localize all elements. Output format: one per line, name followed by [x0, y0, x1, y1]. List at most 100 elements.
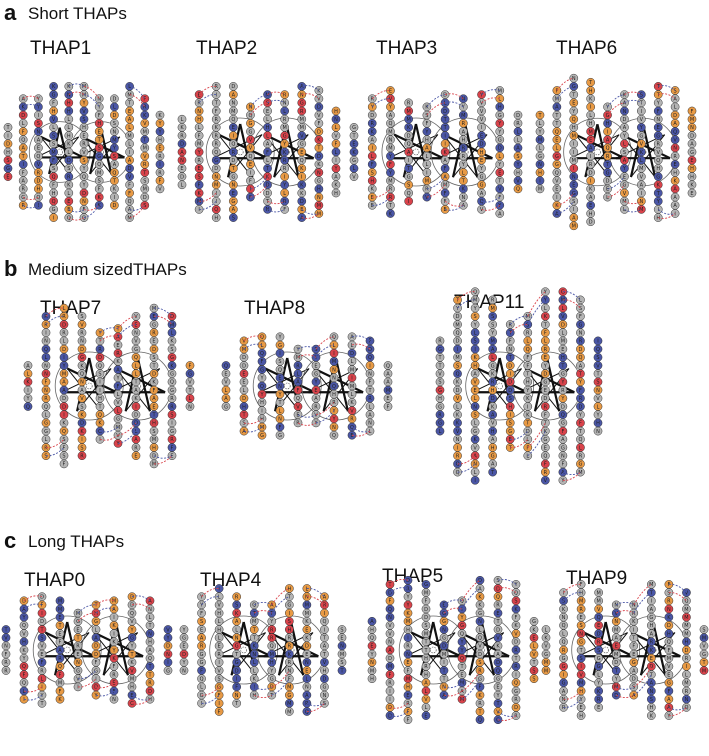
residue-letter: Q — [514, 681, 518, 687]
residue-letter: E — [589, 203, 592, 209]
residue-letter: D — [443, 109, 447, 115]
residue-letter: F — [544, 462, 547, 468]
residue-letter: G — [170, 388, 174, 394]
interaction-link — [83, 85, 100, 99]
residue-letter: I — [674, 211, 675, 217]
residue-letter: V — [317, 113, 321, 119]
residue-letter: I — [641, 109, 642, 115]
panel-label: THAP7 — [40, 298, 101, 319]
residue-letter: G — [260, 367, 264, 373]
residue-letter: G — [287, 693, 291, 699]
residue-letter: A — [94, 636, 98, 642]
residue-letter: S — [143, 179, 146, 185]
residue-letter: L — [266, 133, 269, 139]
residue-letter: L — [63, 306, 66, 312]
residue-letter: I — [590, 179, 591, 185]
residue-letter: E — [690, 158, 693, 164]
residue-letter: F — [509, 339, 512, 345]
residue-letter: I — [389, 689, 390, 695]
residue-letter: M — [305, 603, 309, 609]
residue-letter: A — [270, 603, 274, 609]
residue-letter: Q — [112, 170, 116, 176]
residue-letter: E — [496, 685, 499, 691]
residue-letter: E — [314, 388, 317, 394]
residue-letter: Y — [157, 129, 162, 135]
residue-letter: A — [623, 158, 627, 164]
residue-letter: I — [408, 199, 409, 205]
residue-letter: R — [579, 607, 583, 613]
residue-letter: H — [287, 627, 291, 633]
residue-letter: Q — [300, 158, 304, 164]
residue-letter: E — [555, 138, 558, 144]
residue-letter: D — [82, 191, 86, 197]
residue-letter: Q — [80, 372, 84, 378]
residue-letter: H — [491, 388, 495, 394]
residue-letter: H — [406, 685, 410, 691]
residue-letter: R — [425, 187, 429, 193]
residue-letter: V — [667, 664, 671, 670]
residue-letter: E — [242, 372, 245, 378]
residue-letter: D — [98, 355, 102, 361]
residue-letter: L — [67, 191, 70, 197]
residue-letter: R — [214, 142, 218, 148]
residue-letter: Q — [555, 170, 559, 176]
panel-label: THAP9 — [566, 568, 627, 589]
residue-letter: H — [52, 191, 56, 197]
residue-letter: D — [323, 677, 327, 683]
residue-letter: G — [94, 619, 98, 625]
residue-letter: M — [197, 142, 201, 148]
residue-letter: N — [690, 125, 694, 131]
residue-letter: E — [350, 433, 353, 439]
residue-letter: F — [657, 109, 660, 115]
residue-letter: V — [424, 697, 428, 703]
residue-letter: L — [198, 125, 201, 131]
residue-letter: M — [544, 660, 548, 666]
residue-letter: D — [543, 396, 547, 402]
residue-letter: R — [80, 331, 84, 337]
residue-letter: H — [480, 150, 484, 156]
residue-letter: A — [235, 619, 239, 625]
wheel-core — [240, 646, 247, 654]
residue-letter: D — [94, 652, 98, 658]
residue-letter: N — [305, 685, 309, 691]
residue-letter: A — [128, 207, 132, 213]
residue-letter: H — [242, 404, 246, 410]
residue-letter: A — [443, 158, 447, 164]
residue-letter: R — [370, 97, 374, 103]
residue-letter: D — [514, 640, 518, 646]
residue-letter: E — [152, 314, 155, 320]
residue-letter: L — [606, 195, 609, 201]
wheel-stroke — [217, 133, 268, 160]
residue-letter: L — [539, 121, 542, 127]
residue-letter: N — [249, 105, 253, 111]
residue-letter: S — [82, 117, 85, 123]
residue-letter: G — [543, 380, 547, 386]
residue-letter: H — [67, 101, 71, 107]
residue-letter: I — [539, 179, 540, 185]
residue-letter: R — [44, 314, 48, 320]
residue-letter: A — [589, 146, 593, 152]
residue-letter: L — [95, 627, 98, 633]
residue-letter: R — [170, 404, 174, 410]
residue-letter: L — [181, 183, 184, 189]
residue-letter: M — [388, 664, 392, 670]
residue-letter: H — [406, 627, 410, 633]
residue-letter: L — [335, 125, 338, 131]
residue-letter: G — [352, 125, 356, 131]
residue-letter: A — [650, 681, 654, 687]
residue-letter: Q — [456, 331, 460, 337]
residue-letter: D — [370, 113, 374, 119]
residue-letter: S — [170, 413, 173, 419]
residue-letter: N — [231, 183, 235, 189]
residue-letter: E — [314, 363, 317, 369]
residue-letter: N — [317, 170, 321, 176]
residue-letter: Q — [473, 290, 477, 296]
residue-letter: D — [690, 133, 694, 139]
residue-letter: N — [148, 631, 152, 637]
residue-letter: Y — [97, 105, 102, 111]
residue-letter: A — [623, 125, 627, 131]
residue-letter: S — [80, 445, 83, 451]
residue — [155, 184, 165, 194]
residue-letter: S — [438, 380, 441, 386]
